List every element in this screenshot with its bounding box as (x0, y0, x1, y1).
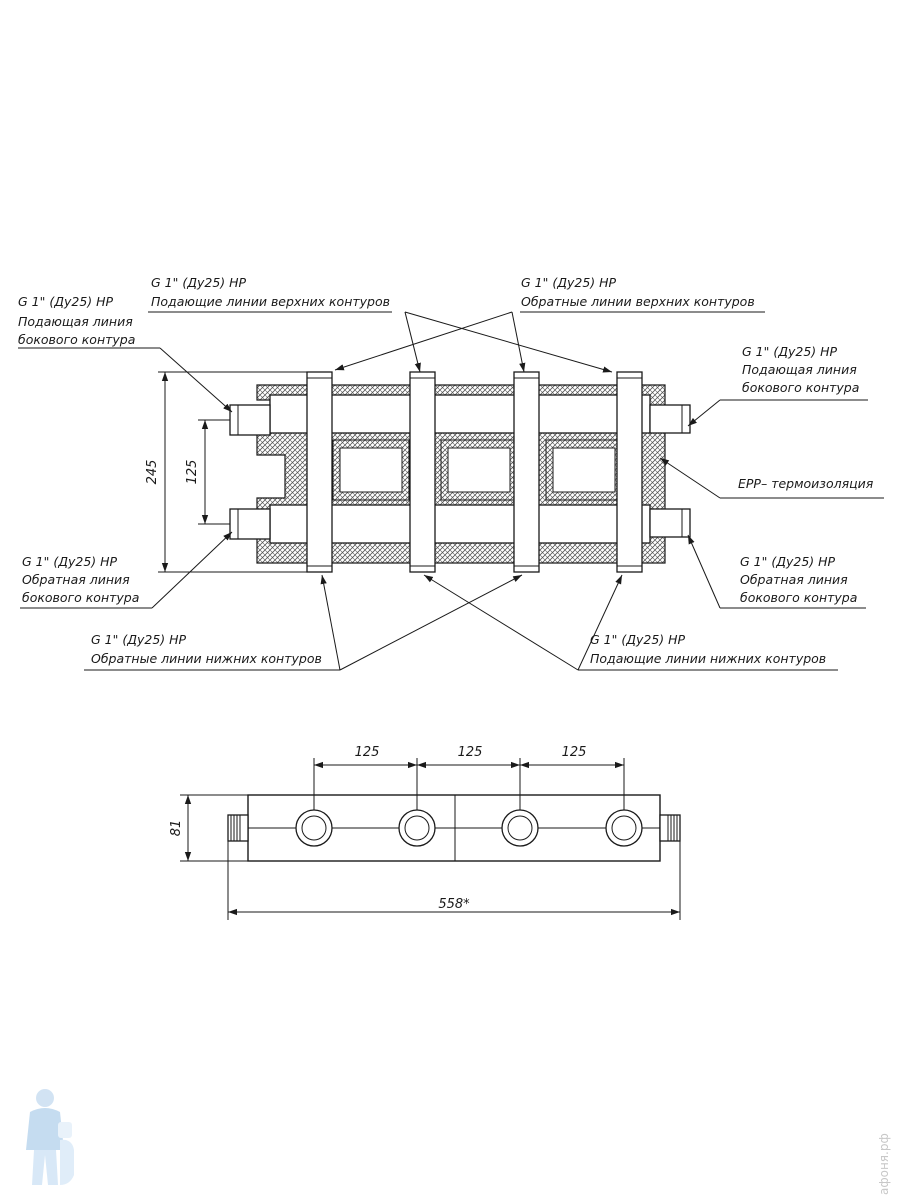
callout-top-supply-spec: G 1" (Ду25) НР (151, 275, 247, 290)
callout-top-supply: G 1" (Ду25) НР Подающие линии верхних ко… (151, 275, 390, 309)
callout-top-return: G 1" (Ду25) НР Обратные линии верхних ко… (521, 275, 755, 309)
top-view-left-nozzle (227, 814, 249, 842)
callout-top-return-text: Обратные линии верхних контуров (521, 294, 755, 309)
dim-label-spacing-1: 125 (355, 745, 380, 760)
lower-header-pipe (269, 504, 651, 544)
right-lower-nozzle (649, 508, 691, 538)
insulation-window-1 (339, 447, 403, 493)
front-view: 245 125 (18, 275, 884, 671)
callout-left-supply-contour: бокового контура (18, 332, 135, 347)
port-3 (501, 809, 539, 847)
dim-label-spacing-2: 125 (458, 745, 483, 760)
callout-bottom-supply: G 1" (Ду25) НР Подающие линии нижних кон… (590, 632, 826, 666)
vertical-pipe-1 (306, 371, 333, 573)
callout-left-return-contour: бокового контура (22, 590, 139, 605)
vertical-pipe-2 (409, 371, 436, 573)
callout-bottom-return: G 1" (Ду25) НР Обратные линии нижних кон… (91, 632, 322, 666)
port-2 (398, 809, 436, 847)
vertical-pipe-4 (616, 371, 643, 573)
callout-right-supply-line: Подающая линия (742, 362, 857, 377)
dim-label-245: 245 (145, 460, 160, 485)
watermark-text: афоня.рф (877, 1133, 891, 1195)
insulation-window-2 (447, 447, 511, 493)
insulation-window-3 (552, 447, 616, 493)
callout-right-return-contour: бокового контура (740, 590, 857, 605)
port-4 (605, 809, 643, 847)
callout-insulation: EPP– термоизоляция (738, 476, 874, 491)
callout-right-return-line: Обратная линия (740, 572, 848, 587)
plumber-mascot-icon (26, 1089, 74, 1185)
callout-top-return-spec: G 1" (Ду25) НР (521, 275, 617, 290)
left-upper-nozzle (229, 404, 271, 436)
callout-left-supply-spec: G 1" (Ду25) НР (18, 294, 114, 309)
callout-bottom-supply-text: Подающие линии нижних контуров (590, 651, 826, 666)
top-view: 125 125 125 81 558* (169, 745, 681, 920)
callout-top-supply-text: Подающие линии верхних контуров (151, 294, 390, 309)
callout-right-return: G 1" (Ду25) НР Обратная линия бокового к… (740, 554, 857, 605)
callout-right-supply-spec: G 1" (Ду25) НР (742, 344, 838, 359)
callout-bottom-return-spec: G 1" (Ду25) НР (91, 632, 187, 647)
callout-left-return-line: Обратная линия (22, 572, 130, 587)
callout-bottom-supply-spec: G 1" (Ду25) НР (590, 632, 686, 647)
callout-left-return: G 1" (Ду25) НР Обратная линия бокового к… (22, 554, 139, 605)
dim-label-depth: 81 (169, 820, 184, 837)
callout-right-return-spec: G 1" (Ду25) НР (740, 554, 836, 569)
callout-right-supply-contour: бокового контура (742, 380, 859, 395)
right-upper-nozzle (649, 404, 691, 434)
dim-label-125-vertical: 125 (185, 460, 200, 485)
insulation-inner-1 (332, 439, 410, 501)
port-1 (295, 809, 333, 847)
vertical-pipe-3 (513, 371, 540, 573)
top-view-right-nozzle (659, 814, 681, 842)
dim-label-length: 558* (438, 897, 470, 912)
callout-bottom-return-text: Обратные линии нижних контуров (91, 651, 322, 666)
callout-right-supply: G 1" (Ду25) НР Подающая линия бокового к… (742, 344, 859, 395)
callout-left-supply-line: Подающая линия (18, 314, 133, 329)
callout-left-return-spec: G 1" (Ду25) НР (22, 554, 118, 569)
left-lower-nozzle (229, 508, 271, 540)
dim-label-spacing-3: 125 (562, 745, 587, 760)
callout-left-supply: G 1" (Ду25) НР Подающая линия бокового к… (18, 294, 135, 347)
callout-insulation-text: EPP– термоизоляция (738, 476, 874, 491)
